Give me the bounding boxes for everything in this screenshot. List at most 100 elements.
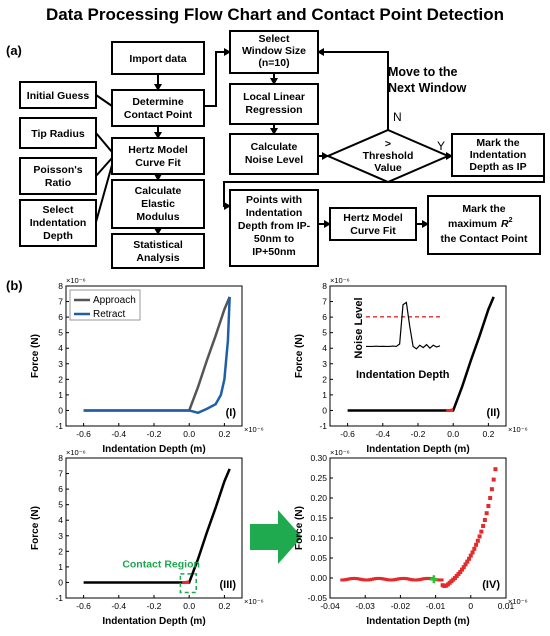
y-tick-label: 4 [58, 515, 63, 525]
flow-text-line: Window Size [242, 45, 306, 57]
y-tick-label: 0.30 [310, 453, 327, 463]
flow-text-line: (n=10) [258, 57, 289, 69]
y-tick-label: 4 [58, 343, 63, 353]
data-point [346, 577, 351, 581]
flow-text-line: Indentation [246, 207, 303, 219]
x-axis-label: Indentation Depth (m) [366, 444, 469, 455]
arrow-next-window [317, 48, 389, 130]
data-point [420, 577, 425, 581]
data-point [363, 578, 368, 582]
data-point [426, 576, 431, 580]
x-tick-label: -0.6 [76, 601, 91, 611]
data-point [477, 534, 482, 539]
x-tick-label: -0.4 [375, 429, 390, 439]
move-next-line-1: Move to the [388, 65, 457, 79]
data-point [474, 542, 479, 547]
data-point [439, 578, 444, 582]
x-tick-label: 0.2 [482, 429, 494, 439]
x-tick-label: 0.0 [183, 429, 195, 439]
data-point [391, 578, 396, 582]
data-point [355, 577, 360, 581]
plot-frame [329, 457, 507, 599]
y-tick-label: 6 [322, 312, 327, 322]
y-tick-label: 0.10 [310, 533, 327, 543]
data-point [460, 567, 464, 572]
move-next-line-2: Next Window [388, 81, 467, 95]
calc-modulus-box [111, 179, 205, 229]
x-multiplier: ×10⁻⁶ [508, 425, 528, 434]
flow-text-line: Calculate [135, 185, 182, 197]
data-point [372, 577, 376, 581]
flow-text-line: Hertz Model [128, 144, 188, 156]
x-tick-label: 0.0 [447, 429, 459, 439]
series-line [182, 580, 190, 584]
inset-y-label: Noise Level [353, 297, 365, 358]
y-tick-label: 3 [58, 359, 63, 369]
data-point [350, 576, 355, 580]
flow-text-line: Depth from IP- [238, 220, 311, 232]
panel-label: (III) [220, 579, 237, 591]
x-tick-label: 0 [468, 601, 473, 611]
flow-text-line: Calculate [251, 141, 298, 153]
data-point [482, 518, 487, 522]
x-tick-label: 0.2 [218, 601, 230, 611]
flow-text-line: Poisson's [33, 164, 82, 176]
y-tick-label: 0.20 [310, 493, 327, 503]
y-tick-label: 0.00 [310, 573, 327, 583]
data-point [491, 477, 496, 482]
mark-max-r: R [501, 218, 509, 230]
y-tick-label: 8 [322, 281, 327, 291]
x-tick-label: -0.2 [147, 601, 162, 611]
data-point [470, 550, 475, 555]
y-tick-label: 0 [58, 577, 63, 587]
y-tick-label: 0.15 [310, 513, 327, 523]
line-select-depth [95, 164, 113, 223]
x-tick-label: -0.03 [356, 601, 376, 611]
x-tick-label: -0.01 [426, 601, 446, 611]
data-point [380, 577, 385, 581]
data-point [367, 578, 372, 582]
import-data-text: Import data [129, 53, 186, 65]
y-tick-label: -0.05 [308, 593, 328, 603]
data-point [340, 578, 345, 582]
data-point [388, 578, 393, 582]
data-point [376, 576, 381, 580]
y-tick-label: 0.05 [310, 553, 327, 563]
flow-text-line: Indentation [30, 217, 87, 229]
flow-text-line: Curve Fit [350, 225, 396, 237]
data-point [486, 504, 491, 508]
data-point [416, 578, 421, 582]
y-tick-label: 0.25 [310, 473, 327, 483]
data-point [384, 578, 389, 582]
arrow-determine-window [204, 48, 231, 107]
series-line [83, 296, 231, 415]
data-point [493, 467, 498, 472]
y-tick-label: 7 [322, 297, 327, 307]
flow-text-line: Ratio [45, 177, 71, 189]
contact-point-marker [429, 575, 438, 584]
y-axis-label: Force (N) [294, 506, 305, 550]
x-tick-label: -0.2 [411, 429, 426, 439]
x-multiplier: ×10⁻⁶ [244, 597, 264, 606]
data-point [397, 577, 402, 581]
panel-a-label: (a) [6, 43, 22, 58]
data-point [378, 576, 383, 580]
x-tick-label: -0.6 [340, 429, 355, 439]
y-tick-label: 6 [58, 312, 63, 322]
y-multiplier: ×10⁻⁶ [330, 276, 350, 285]
data-point [405, 577, 410, 581]
flow-text-line: Statistical [133, 239, 183, 251]
noise-signal [366, 301, 441, 350]
legend-label: Approach [93, 295, 136, 306]
